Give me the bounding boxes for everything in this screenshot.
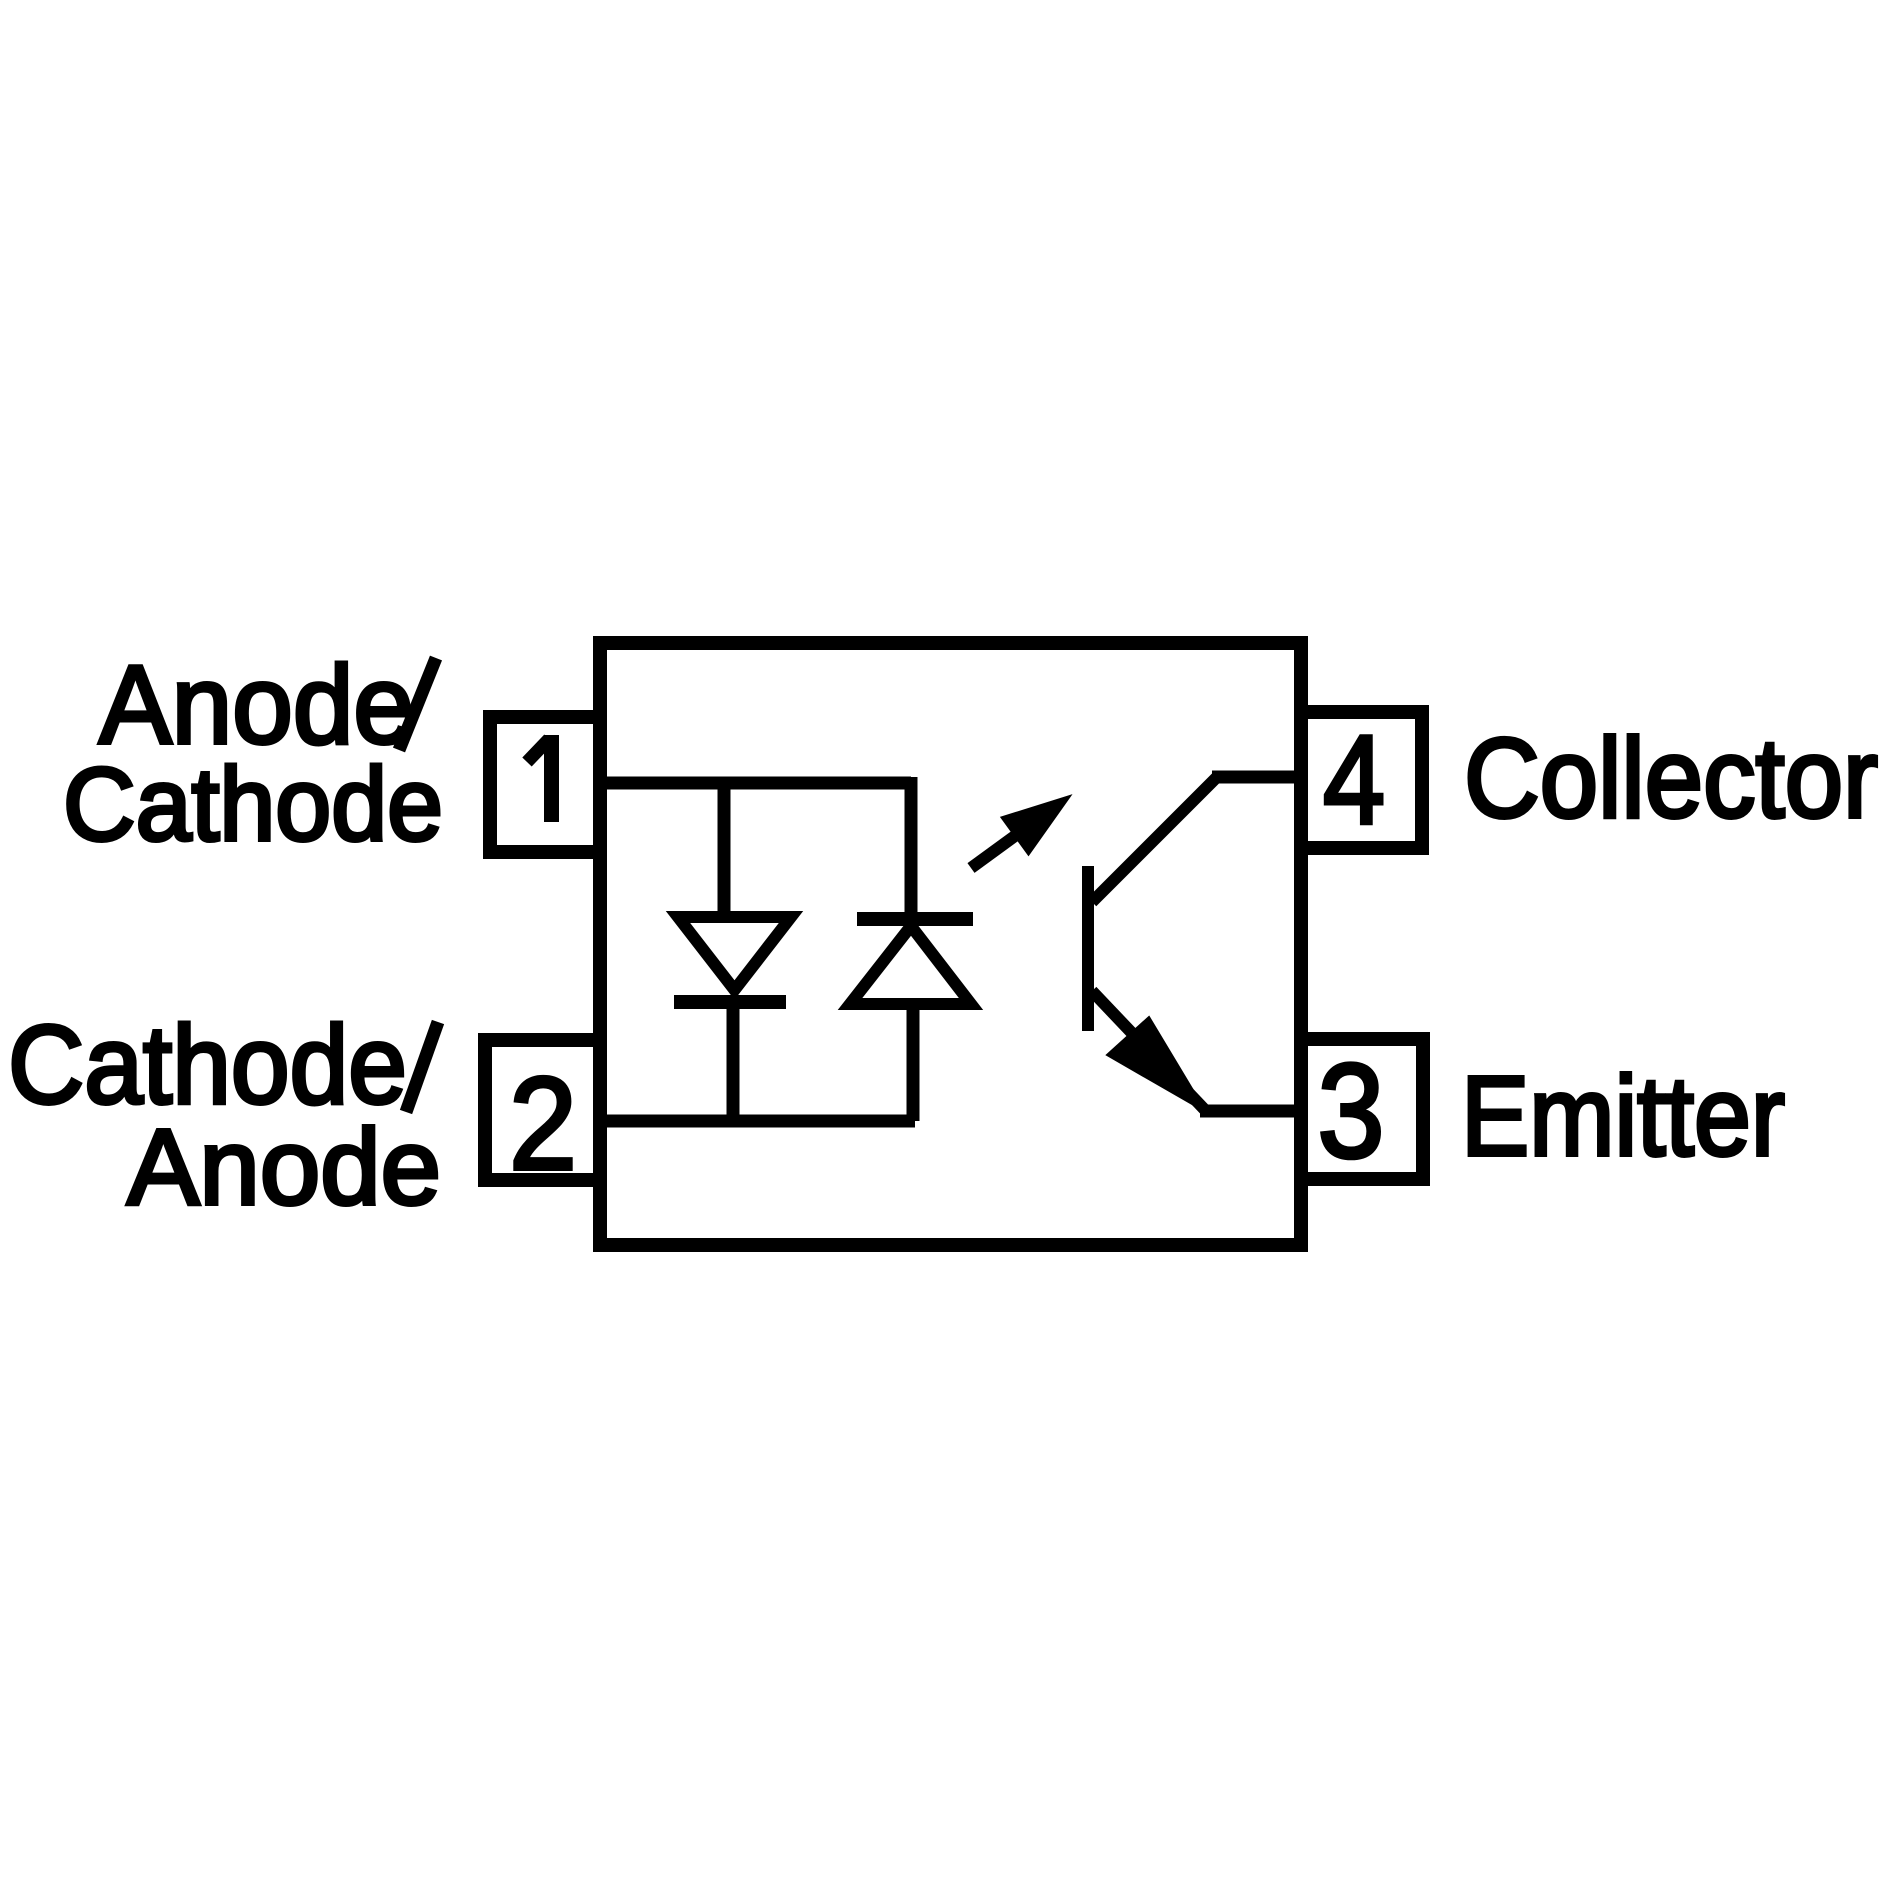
svg-text:3: 3 xyxy=(1318,1037,1385,1186)
svg-text:Emitter: Emitter xyxy=(1461,1053,1785,1179)
svg-text:Collector: Collector xyxy=(1464,715,1878,841)
svg-text:Anode: Anode xyxy=(127,1106,441,1227)
svg-text:2: 2 xyxy=(509,1050,577,1197)
svg-text:4: 4 xyxy=(1323,709,1385,850)
svg-text:Cathode: Cathode xyxy=(8,1003,407,1127)
svg-text:Anode: Anode xyxy=(99,643,414,767)
svg-text:Cathode: Cathode xyxy=(63,747,443,863)
